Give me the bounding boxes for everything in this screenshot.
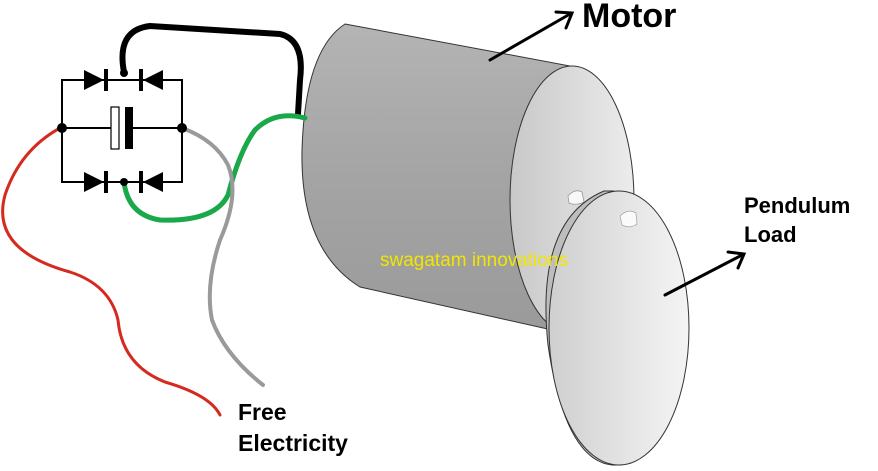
bridge-rectifier <box>61 79 183 183</box>
arrow-pendulum <box>663 250 747 297</box>
pendulum-disc-face <box>548 190 690 466</box>
bridge-outline <box>61 79 183 183</box>
junction-right <box>177 123 187 133</box>
load-label: Load <box>744 222 797 247</box>
motor-body <box>301 23 571 335</box>
diode-bottom-left <box>84 171 108 193</box>
diode-bottom-right <box>139 171 163 193</box>
motor-shaft <box>567 190 585 205</box>
free-label: Free <box>238 399 287 425</box>
diode-top-right <box>139 69 163 91</box>
pendulum-shaft-stub <box>619 210 638 228</box>
arrow-motor <box>488 10 575 62</box>
pendulum-disc <box>545 190 690 466</box>
watermark-text: swagatam innovations <box>380 250 568 271</box>
junction-bottom <box>120 178 128 186</box>
wire-black <box>119 23 304 117</box>
junction-left <box>57 123 67 133</box>
junction-top <box>120 69 128 77</box>
pendulum-label: Pendulum <box>744 193 851 218</box>
diode-top-left <box>84 69 108 91</box>
motor-label: Motor <box>582 0 677 35</box>
capacitor-plate-solid <box>125 107 133 149</box>
wire-red <box>1 126 222 417</box>
capacitor <box>110 106 133 150</box>
electricity-label: Electricity <box>238 430 348 456</box>
wire-green <box>121 113 308 223</box>
wire-gray <box>180 126 265 387</box>
capacitor-plate-outline <box>110 106 120 150</box>
